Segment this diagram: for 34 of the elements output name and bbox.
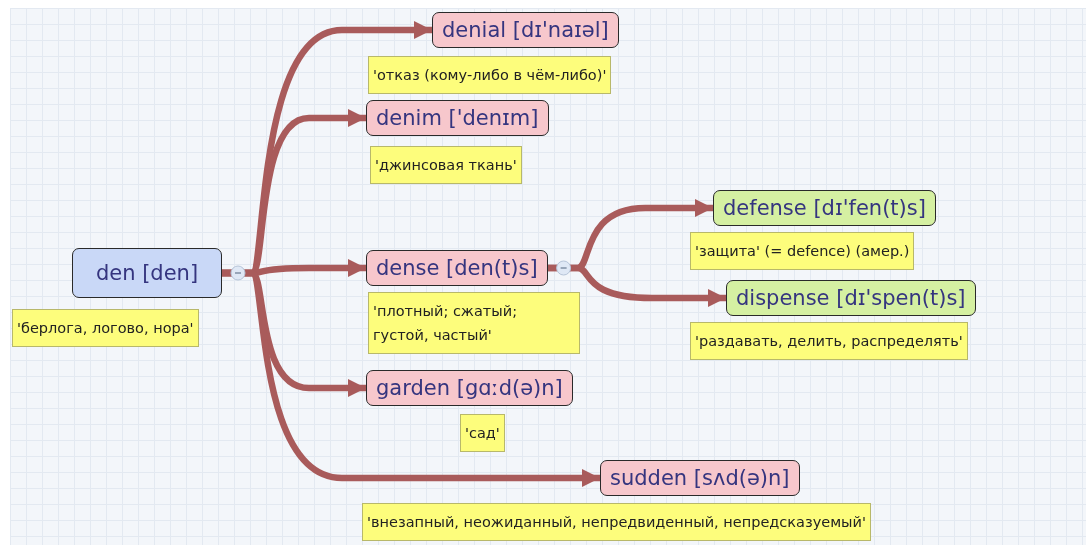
- headword-text: den [den]: [95, 261, 199, 285]
- headword-text: dispense [dɪ'spen(t)s]: [736, 286, 966, 310]
- translation-text: 'раздавать, делить, распределять': [695, 333, 963, 349]
- headword-text: defense [dɪ'fen(t)s]: [723, 196, 926, 220]
- translation-text: 'отказ (кому-либо в чём-либо)': [373, 67, 607, 83]
- translation-note: [362, 503, 871, 541]
- word-box: [366, 100, 549, 136]
- translation-note: [690, 232, 915, 270]
- translation-note: [460, 414, 505, 452]
- translation-note: [12, 309, 199, 347]
- word-box: [600, 460, 800, 496]
- translation-note: [368, 292, 580, 354]
- headword-text: sudden [sʌd(ə)n]: [610, 466, 790, 490]
- word-box: [72, 248, 222, 298]
- headword-text: denim ['denɪm]: [376, 106, 539, 130]
- translation-text: 'берлога, логово, нора': [17, 320, 194, 336]
- translation-note: [690, 322, 968, 360]
- translation-note: [370, 146, 522, 184]
- word-box: [726, 280, 976, 316]
- word-box: [366, 370, 573, 406]
- headword-text: denial [dɪ'naɪəl]: [442, 18, 609, 42]
- translation-note: [368, 56, 612, 94]
- word-box: [713, 190, 936, 226]
- translation-text: 'плотный; сжатый; густой, частый': [373, 303, 518, 343]
- word-box: [366, 250, 548, 286]
- headword-text: dense [den(t)s]: [376, 256, 538, 280]
- arrow: [222, 269, 600, 487]
- translation-text: 'защита' (= defence) (амер.): [695, 243, 910, 259]
- word-box: [432, 12, 619, 48]
- arrow: [547, 264, 726, 307]
- translation-text: 'сад': [465, 425, 500, 441]
- translation-text: 'джинсовая ткань': [375, 157, 517, 173]
- translation-text: 'внезапный, неожиданный, непредвиденный, непредсказуемый': [367, 514, 866, 530]
- headword-text: garden [gɑːd(ə)n]: [376, 376, 563, 400]
